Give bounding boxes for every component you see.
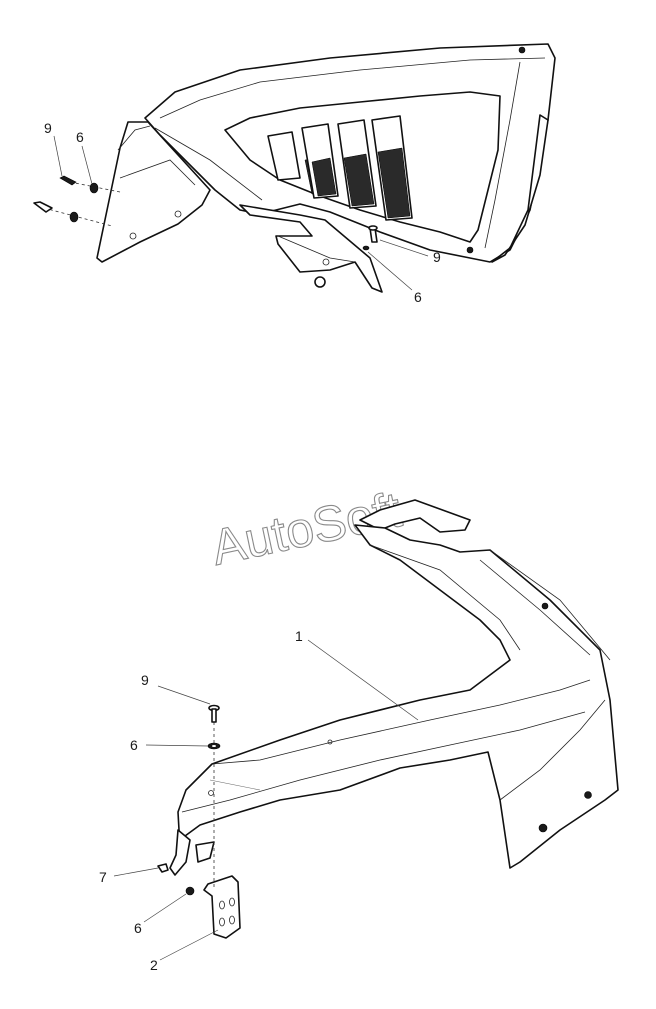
bolt-9-top-right — [368, 225, 378, 243]
washer-6-bottom-upper — [207, 742, 221, 750]
callout-7: 7 — [99, 869, 107, 885]
callout-9-top-left: 9 — [44, 120, 52, 136]
bracket-2 — [203, 875, 241, 939]
callout-9-top-right: 9 — [433, 249, 441, 265]
callout-9-bottom: 9 — [141, 672, 149, 688]
bottom-fender-assembly: 1 9 6 7 6 2 — [99, 499, 619, 973]
callout-6-bottom-lower: 6 — [134, 920, 142, 936]
bolt-9-top-left — [59, 175, 77, 186]
washer-lower-left — [69, 211, 79, 223]
callout-6-top-right: 6 — [414, 289, 422, 305]
top-fender-assembly: 9 6 9 6 — [33, 43, 556, 305]
clip-7 — [157, 863, 169, 873]
callout-6-top-left: 6 — [76, 129, 84, 145]
washer-6-top-left — [89, 182, 99, 194]
callout-2: 2 — [150, 957, 158, 973]
bolt-9-bottom — [208, 704, 220, 723]
callout-1: 1 — [295, 628, 303, 644]
grille-slots — [267, 115, 413, 221]
callout-6-bottom-upper: 6 — [130, 737, 138, 753]
washer-6-bottom-lower — [185, 886, 195, 896]
bolt-lower-left — [33, 201, 53, 213]
washer-6-top-right — [362, 245, 370, 251]
